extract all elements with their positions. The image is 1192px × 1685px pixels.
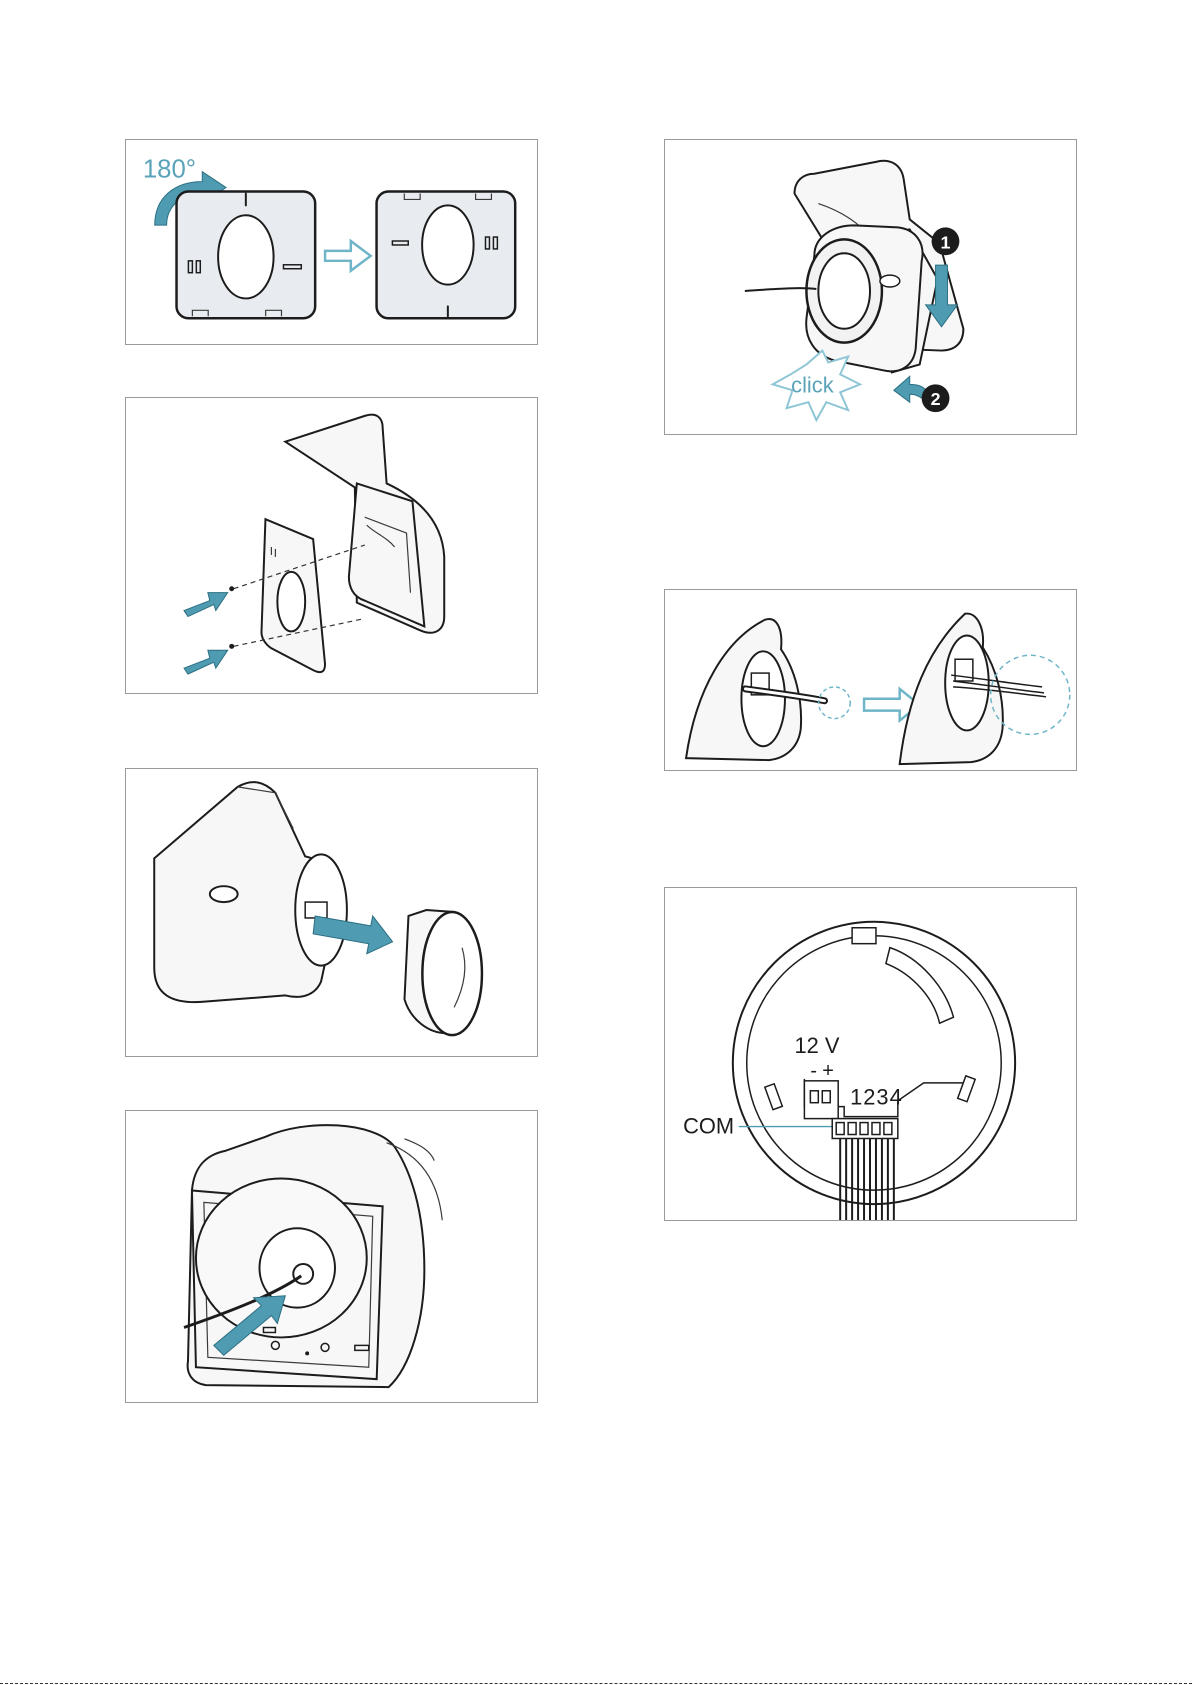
- push-cable-illustration: [126, 1111, 537, 1402]
- step2-label: 2: [931, 389, 941, 409]
- remove-grommet-illustration: [126, 769, 537, 1056]
- insert-arrow-icon: [184, 650, 228, 674]
- page-footer-line: [0, 1683, 1192, 1684]
- panel-push-cable: [125, 1110, 538, 1403]
- panel-remove-grommet: [125, 768, 538, 1057]
- panel-wiring: 12 V - + 1234 COM: [664, 887, 1077, 1221]
- click-label: click: [791, 372, 834, 397]
- panel-strip-wire: [664, 589, 1077, 771]
- plus-label: +: [822, 1060, 834, 1082]
- terminals-label: 1234: [850, 1085, 903, 1110]
- wiring-illustration: 12 V - + 1234 COM: [665, 888, 1076, 1220]
- panel-click-mount: 1 click 2: [664, 139, 1077, 435]
- insert-arrow-icon: [184, 593, 228, 617]
- com-label: COM: [683, 1114, 734, 1139]
- angle-label: 180°: [143, 156, 196, 184]
- panel-rotate-plate: 180°: [125, 139, 538, 345]
- voltage-label: 12 V: [794, 1033, 839, 1058]
- click-mount-illustration: 1 click 2: [665, 140, 1076, 434]
- rotate-plate-illustration: 180°: [126, 140, 537, 344]
- strip-wire-illustration: [665, 590, 1076, 770]
- panel-screw-plate: [125, 397, 538, 694]
- right-arrow-icon: [325, 241, 371, 271]
- minus-label: -: [810, 1060, 817, 1082]
- screw-plate-illustration: [126, 398, 537, 693]
- step1-label: 1: [941, 232, 951, 252]
